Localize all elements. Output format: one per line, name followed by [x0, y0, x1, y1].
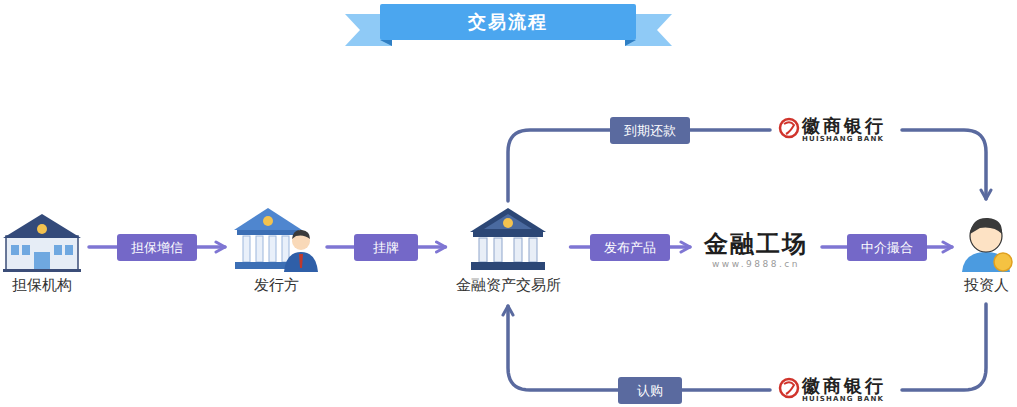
edge-label: 认购 [618, 377, 682, 404]
guarantor-icon [3, 214, 81, 272]
node-label: 投资人 [964, 276, 1009, 294]
title-ribbon [345, 4, 672, 46]
bank-column [514, 238, 522, 262]
node-label: 徽商银行 [802, 116, 886, 136]
building-window [22, 245, 30, 255]
bank-roof-inner [484, 214, 532, 229]
diagram-title: 交易流程 [380, 4, 636, 40]
edge-label: 到期还款 [610, 117, 690, 144]
bank-logo [780, 119, 798, 137]
node-label: 徽商银行 [802, 376, 886, 396]
coin-emblem [263, 216, 273, 226]
bank-roof [234, 208, 302, 230]
flow-connector [902, 304, 986, 390]
bank-base [471, 262, 545, 270]
ribbon-fold [380, 40, 392, 46]
exchange-node: 金融资产交易所 [452, 205, 565, 300]
building-window [65, 245, 73, 255]
node-label: 担保机构 [12, 276, 72, 294]
node-label: 金融工场 [704, 230, 808, 259]
investor-node: 投资人 [958, 205, 1014, 300]
coin [994, 253, 1012, 271]
issuer-icon [234, 208, 318, 272]
bank-column [282, 236, 289, 262]
logo-swirl [784, 122, 794, 134]
building-window [11, 245, 19, 255]
logo-swirl [784, 382, 794, 394]
bank-logo-node: 徽商银行HUISHANG BANK [776, 372, 894, 407]
bank-beam [237, 230, 299, 235]
building-window [54, 245, 62, 255]
bank-column [256, 236, 263, 262]
node-subtitle: HUISHANG BANK [802, 396, 884, 404]
bank-logo [780, 379, 798, 397]
building-base [3, 269, 81, 272]
person-body [284, 252, 318, 272]
bank-column [479, 238, 487, 262]
logo-ring [780, 379, 798, 397]
bank-column [494, 238, 502, 262]
person-hair [970, 218, 1002, 234]
edge-label: 中介撮合 [847, 234, 927, 261]
bank-beam [473, 232, 543, 237]
bank-logo-node: 徽商银行HUISHANG BANK [776, 112, 894, 148]
person-hair [292, 230, 310, 239]
edge-label: 担保增信 [117, 234, 197, 261]
logo-ring [780, 119, 798, 137]
building-door [34, 252, 50, 270]
coin-emblem [503, 218, 513, 228]
edge-label: 挂牌 [354, 234, 418, 261]
bank-column [269, 236, 276, 262]
coin-emblem [37, 224, 47, 234]
person-tie [299, 254, 303, 268]
issuer-node: 发行方 [231, 205, 321, 300]
ribbon-band [380, 4, 636, 40]
guarantor-node: 担保机构 [1, 208, 83, 300]
node-label: 发行方 [254, 276, 299, 294]
building-body [6, 236, 78, 270]
ribbon-fold [625, 40, 636, 46]
node-label: 金融资产交易所 [456, 276, 561, 294]
node-subtitle: HUISHANG BANK [802, 136, 884, 144]
investor-icon [962, 218, 1012, 272]
building-roof [3, 214, 81, 238]
bank-column [243, 236, 250, 262]
platform-logo: 金融工场www.9888.cn [696, 226, 816, 274]
flow-connector [902, 130, 986, 199]
bank-roof [470, 208, 546, 232]
node-subtitle: www.9888.cn [712, 259, 800, 270]
edge-label: 发布产品 [590, 234, 670, 261]
bank-column [529, 238, 537, 262]
exchange-icon [470, 208, 546, 270]
